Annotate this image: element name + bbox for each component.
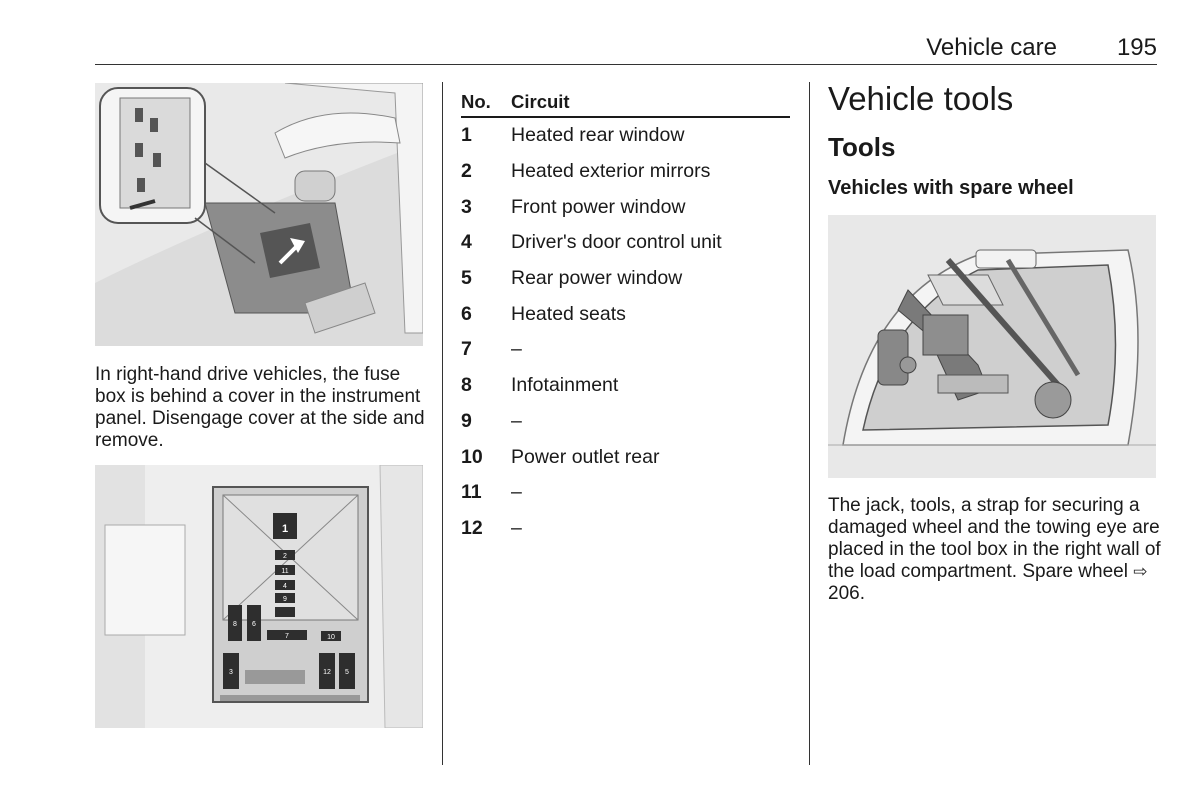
column-header-no: No. <box>461 91 491 112</box>
fuse-circuit: – <box>511 409 522 432</box>
table-header: No. Circuit <box>461 88 790 118</box>
fuse-number: 1 <box>461 124 472 147</box>
table-row: 6 Heated seats <box>461 296 790 332</box>
fuse-circuit: Heated rear window <box>511 124 685 147</box>
fuse-circuit: Driver's door control unit <box>511 231 722 254</box>
column-divider <box>442 82 443 765</box>
arrow-right-outline-icon: ⇨ <box>1133 562 1148 582</box>
fuse-label-7: 7 <box>285 633 289 640</box>
fuse-number: 10 <box>461 445 483 468</box>
fuse-number: 6 <box>461 302 472 325</box>
fuse-circuit: – <box>511 516 522 539</box>
page-reference[interactable]: 206. <box>828 583 865 604</box>
fuse-circuit: Heated seats <box>511 302 626 325</box>
section-title: Vehicle care <box>926 34 1057 61</box>
fuse-number: 5 <box>461 267 472 290</box>
fuse-circuit: Rear power window <box>511 267 683 290</box>
fuse-label-12: 12 <box>323 669 331 676</box>
table-row: 11 – <box>461 475 790 511</box>
table-row: 3 Front power window <box>461 189 790 225</box>
fuse-number: 3 <box>461 195 472 218</box>
fuse-number: 8 <box>461 374 472 397</box>
tools-paragraph: The jack, tools, a strap for securing a … <box>828 495 1163 605</box>
fuse-label-11: 11 <box>281 568 288 575</box>
fuse-number: 9 <box>461 409 472 432</box>
table-row: 7– <box>461 332 790 368</box>
table-row: 2 Heated exterior mirrors <box>461 154 790 190</box>
fuse-circuit: – <box>511 481 522 504</box>
table-row: 8 Infotainment <box>461 368 790 404</box>
fuse-circuit: Infotainment <box>511 374 619 397</box>
fuse-number: 2 <box>461 160 472 183</box>
table-row: 1 Heated rear window <box>461 118 790 154</box>
page-number: 195 <box>1116 34 1157 61</box>
fuse-label-6: 6 <box>252 621 256 628</box>
fusebox-location-illustration <box>95 83 423 346</box>
table-row: 5 Rear power window <box>461 261 790 297</box>
subsection-heading: Tools <box>828 132 896 162</box>
page-header: Vehicle care 195 <box>95 30 1157 65</box>
fuse-label-5: 5 <box>345 669 349 676</box>
fuse-circuit: Heated exterior mirrors <box>511 160 711 183</box>
section-heading: Vehicle tools <box>828 80 1014 117</box>
table-row: 4 Driver's door control unit <box>461 225 790 261</box>
toolbox-illustration <box>828 215 1156 478</box>
fuse-label-10: 10 <box>327 634 335 641</box>
table-row: 12 – <box>461 511 790 547</box>
fuse-label-3: 3 <box>229 669 233 676</box>
fuse-label-1: 1 <box>282 523 288 535</box>
fuse-label-8: 8 <box>233 621 237 628</box>
fuse-number: 7 <box>461 338 472 361</box>
fusebox-diagram-illustration: 1 2 11 4 9 8 6 7 10 3 12 5 <box>95 465 423 728</box>
fuse-label-9: 9 <box>283 596 287 603</box>
column-divider <box>809 82 810 765</box>
fuse-number: 4 <box>461 231 472 254</box>
subheading: Vehicles with spare wheel <box>828 177 1074 199</box>
tools-paragraph-text: The jack, tools, a strap for securing a … <box>828 495 1161 582</box>
rhd-fusebox-paragraph: In right-hand drive vehicles, the fuse b… <box>95 364 425 451</box>
fuse-label-4: 4 <box>283 583 287 590</box>
table-row: 10 Power outlet rear <box>461 439 790 475</box>
fuse-circuit: Power outlet rear <box>511 445 660 468</box>
fuse-number: 11 <box>461 481 482 504</box>
fuse-label-2: 2 <box>283 553 287 560</box>
fuse-number: 12 <box>461 516 483 539</box>
fuse-circuit: – <box>511 338 522 361</box>
table-row: 9– <box>461 404 790 440</box>
fuse-circuit: Front power window <box>511 195 686 218</box>
column-header-circuit: Circuit <box>511 91 570 112</box>
